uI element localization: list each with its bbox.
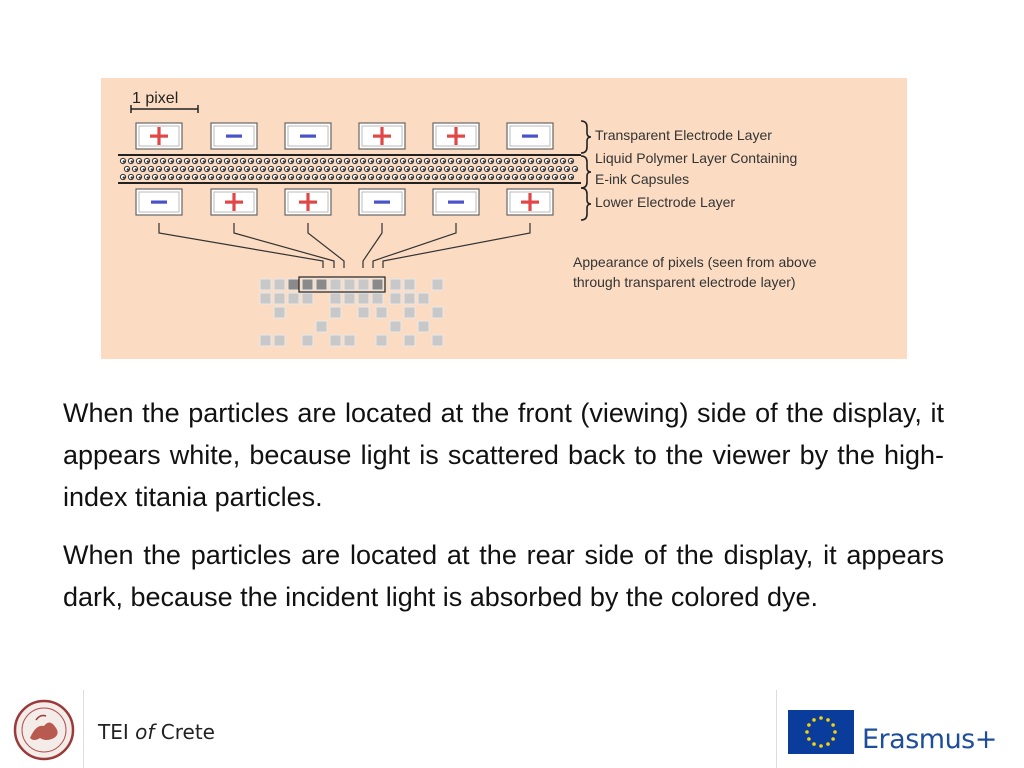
appearance-caption-line2: through transparent electrode layer) <box>573 274 796 290</box>
pixel-cell <box>431 278 444 291</box>
pixel-cell <box>375 306 388 319</box>
pixel-cell <box>431 306 444 319</box>
top-electrode-6 <box>506 122 554 150</box>
footer-divider-right <box>776 690 777 768</box>
institution-post: Crete <box>160 720 215 744</box>
pixel-cell <box>301 278 314 291</box>
appearance-caption-line1: Appearance of pixels (seen from above <box>573 254 817 270</box>
pixel-cell <box>329 334 342 347</box>
pixel-cell <box>403 306 416 319</box>
pixel-cell <box>403 334 416 347</box>
top-electrode-5 <box>432 122 480 150</box>
pixel-cell <box>329 278 342 291</box>
label-liquid-polymer: Liquid Polymer Layer Containing <box>595 150 797 166</box>
pixel-cell <box>375 334 388 347</box>
eink-diagram: 1 pixel Transparent Electrode Layer Liqu… <box>101 78 907 359</box>
bottom-electrode-2 <box>210 188 258 216</box>
paragraph-front-side: When the particles are located at the fr… <box>63 398 944 512</box>
pixel-cell <box>315 320 328 333</box>
institution-pre: TEI <box>98 720 129 744</box>
pixel-cell <box>357 292 370 305</box>
pixel-cell <box>259 334 272 347</box>
institution-of: of <box>135 720 155 744</box>
brace-middle <box>580 155 592 189</box>
scale-label: 1 pixel <box>132 90 178 107</box>
pixel-cell <box>403 292 416 305</box>
bottom-electrode-row <box>135 188 554 216</box>
pixel-cell <box>343 278 356 291</box>
pixel-appearance-grid <box>259 276 444 347</box>
bottom-electrode-1 <box>135 188 183 216</box>
pixel-cell <box>301 334 314 347</box>
pixel-cell <box>389 278 402 291</box>
pixel-cell <box>315 278 328 291</box>
tei-crete-seal-icon <box>13 699 75 761</box>
pixel-cell <box>431 334 444 347</box>
institution-name: TEI of Crete <box>98 720 215 744</box>
top-electrode-3 <box>284 122 332 150</box>
erasmus-plus-logo-text: Erasmus+ <box>862 724 997 755</box>
brace-bottom <box>580 187 592 221</box>
pixel-cell <box>273 334 286 347</box>
bottom-electrode-4 <box>358 188 406 216</box>
pixel-cell <box>371 292 384 305</box>
bottom-electrode-6 <box>506 188 554 216</box>
label-lower-electrode: Lower Electrode Layer <box>595 194 735 210</box>
pixel-cell <box>273 306 286 319</box>
pixel-cell <box>343 334 356 347</box>
top-electrode-row <box>135 122 554 150</box>
body-text: When the particles are located at the fr… <box>63 392 944 634</box>
pixel-cell <box>259 292 272 305</box>
brace-top <box>580 120 592 154</box>
pixel-cell <box>417 320 430 333</box>
paragraph-rear-side: When the particles are located at the re… <box>63 540 944 612</box>
pixel-cell <box>273 292 286 305</box>
pixel-cell <box>417 292 430 305</box>
pixel-cell <box>301 292 314 305</box>
label-eink-capsules: E-ink Capsules <box>595 171 689 187</box>
pixel-cell <box>371 278 384 291</box>
pixel-cell <box>389 292 402 305</box>
bottom-electrode-3 <box>284 188 332 216</box>
top-electrode-1 <box>135 122 183 150</box>
pixel-cell <box>287 278 300 291</box>
top-electrode-2 <box>210 122 258 150</box>
pixel-cell <box>343 292 356 305</box>
pixel-cell <box>389 320 402 333</box>
label-transparent-electrode: Transparent Electrode Layer <box>595 127 772 143</box>
footer: TEI of Crete Erasmus+ <box>0 690 1024 768</box>
eu-flag-icon <box>788 710 854 754</box>
pixel-leader-lines <box>158 223 531 268</box>
footer-divider-left <box>83 690 84 768</box>
pixel-cell <box>357 306 370 319</box>
top-electrode-4 <box>358 122 406 150</box>
bottom-electrode-5 <box>432 188 480 216</box>
eink-diagram-svg: 1 pixel Transparent Electrode Layer Liqu… <box>118 90 817 347</box>
pixel-cell <box>357 278 370 291</box>
pixel-cell <box>259 278 272 291</box>
pixel-cell <box>329 306 342 319</box>
pixel-cell <box>287 292 300 305</box>
pixel-cell <box>403 278 416 291</box>
pixel-highlight-box <box>298 276 386 293</box>
pixel-cell <box>329 292 342 305</box>
eink-capsule-layer <box>119 157 579 181</box>
pixel-cell <box>273 278 286 291</box>
